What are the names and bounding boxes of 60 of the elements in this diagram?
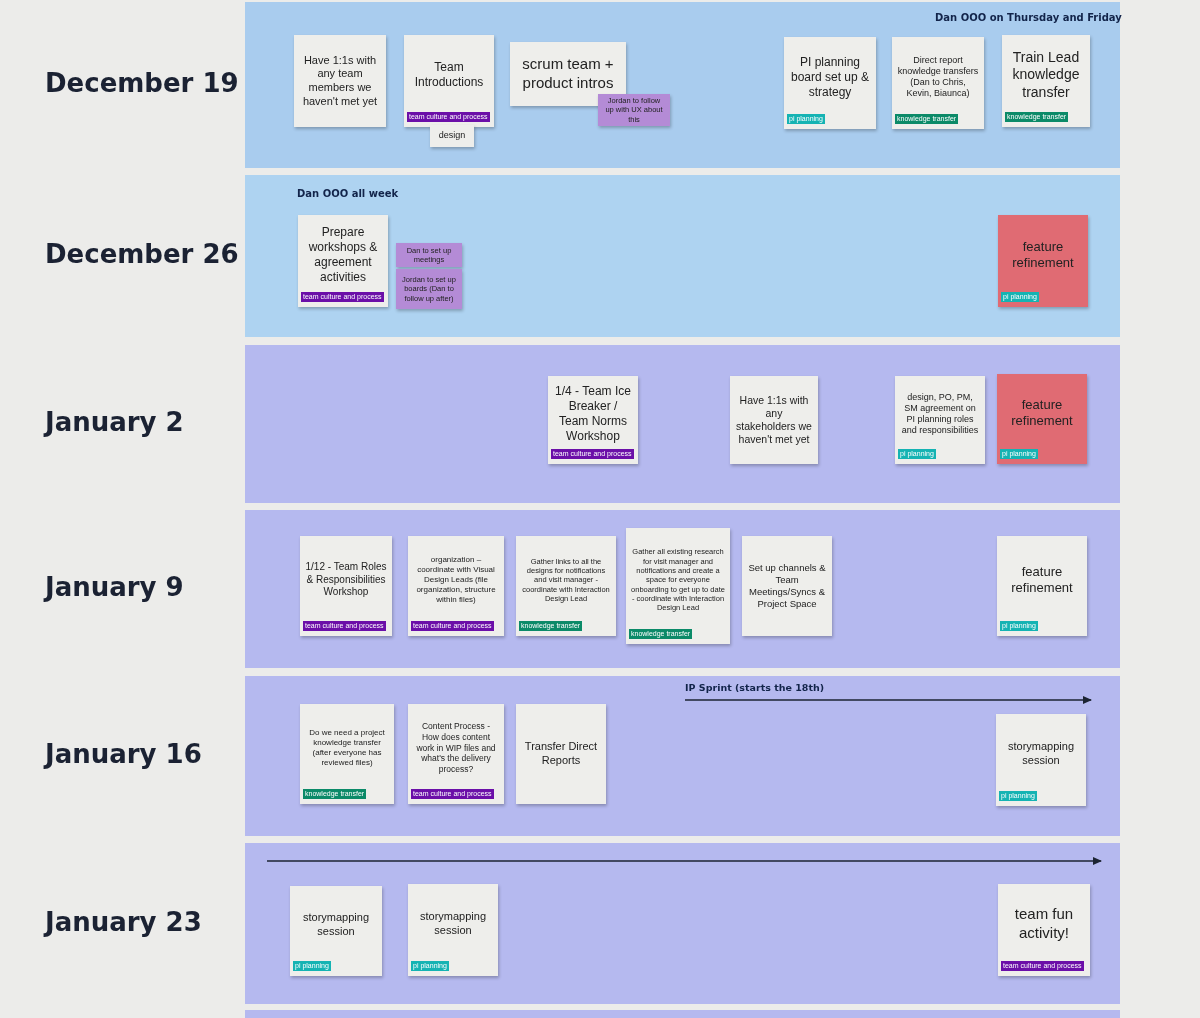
sticky-note xyxy=(548,376,638,464)
sticky-note xyxy=(998,884,1090,976)
sticky-note xyxy=(408,884,498,976)
sticky-note xyxy=(430,125,474,147)
sticky-note xyxy=(516,536,616,636)
note-text: feature refinement xyxy=(1011,238,1075,272)
row-heading: January 2 xyxy=(45,407,184,437)
sticky-note xyxy=(408,704,504,804)
row-heading: January 9 xyxy=(45,572,184,602)
note-text: design xyxy=(438,130,466,142)
sticky-note xyxy=(298,215,388,307)
note-text: 1/12 - Team Roles & Responsibilities Workshop xyxy=(305,561,387,599)
note-text: scrum team + product intros xyxy=(521,55,615,93)
annotation-text: Dan OOO all week xyxy=(297,188,399,199)
sticky-note xyxy=(408,536,504,636)
sticky-note xyxy=(1002,35,1090,127)
note-text: Train Lead knowledge transfer xyxy=(1011,48,1081,102)
row-heading: December 19 xyxy=(45,68,239,98)
note-text: feature refinement xyxy=(1010,396,1074,430)
note-text: Transfer Direct Reports xyxy=(523,740,599,768)
sticky-note xyxy=(598,94,670,126)
note-text: Do we need a project knowledge transfer (after everyone has reviewed files) xyxy=(308,728,386,768)
sticky-note xyxy=(998,215,1088,307)
note-text: storymapping session xyxy=(418,910,487,938)
sticky-note xyxy=(300,704,394,804)
sticky-note xyxy=(742,536,832,636)
note-text: storymapping session xyxy=(1006,740,1075,768)
row-heading: January 23 xyxy=(45,906,202,937)
note-text: Set up channels & Team Meetings/Syncs & Project Space xyxy=(747,562,827,610)
sticky-note xyxy=(290,886,382,976)
note-text: PI planning board set up & strategy xyxy=(789,54,871,100)
note-text: Team Introductions xyxy=(413,60,485,90)
note-text: Prepare workshops & agreement activities xyxy=(307,225,379,285)
timeline-label: IP Sprint (starts the 18th) xyxy=(685,682,825,693)
sticky-note xyxy=(895,376,985,464)
note-text: Content Process - How does content work in WIP files and what's the delivery process? xyxy=(415,721,497,775)
note-text: Direct report knowledge transfers (Dan to Chris, Kevin, Biaunca) xyxy=(897,54,979,100)
sticky-note xyxy=(294,35,386,127)
note-text: Have 1:1s with any team members we haven't met yet xyxy=(301,53,379,109)
row-heading: January 16 xyxy=(45,739,202,769)
note-text: Have 1:1s with any stakeholders we haven't met yet xyxy=(735,393,813,447)
sticky-note xyxy=(300,536,392,636)
note-text: feature refinement xyxy=(1010,563,1074,597)
row-heading: December 26 xyxy=(45,239,239,269)
note-text: storymapping session xyxy=(301,911,370,939)
note-text: design, PO, PM, SM agreement on PI planning roles and responsibilities xyxy=(900,391,980,437)
sticky-note xyxy=(626,528,730,644)
sticky-note xyxy=(396,243,462,267)
note-text: organization – coordinate with Visual Design Leads (file organization, structure within files) xyxy=(415,555,497,605)
sticky-note xyxy=(997,374,1087,464)
sticky-note xyxy=(516,704,606,804)
sticky-note xyxy=(997,536,1087,636)
sticky-note xyxy=(784,37,876,129)
note-text: team fun activity! xyxy=(1013,905,1075,943)
sticky-note xyxy=(996,714,1086,806)
annotation-text: Dan OOO on Thursday and Friday xyxy=(935,12,1122,23)
sticky-note xyxy=(404,35,494,127)
sticky-note xyxy=(730,376,818,464)
note-text: 1/4 - Team Ice Breaker / Team Norms Workshop xyxy=(554,384,632,444)
sticky-note xyxy=(892,37,984,129)
